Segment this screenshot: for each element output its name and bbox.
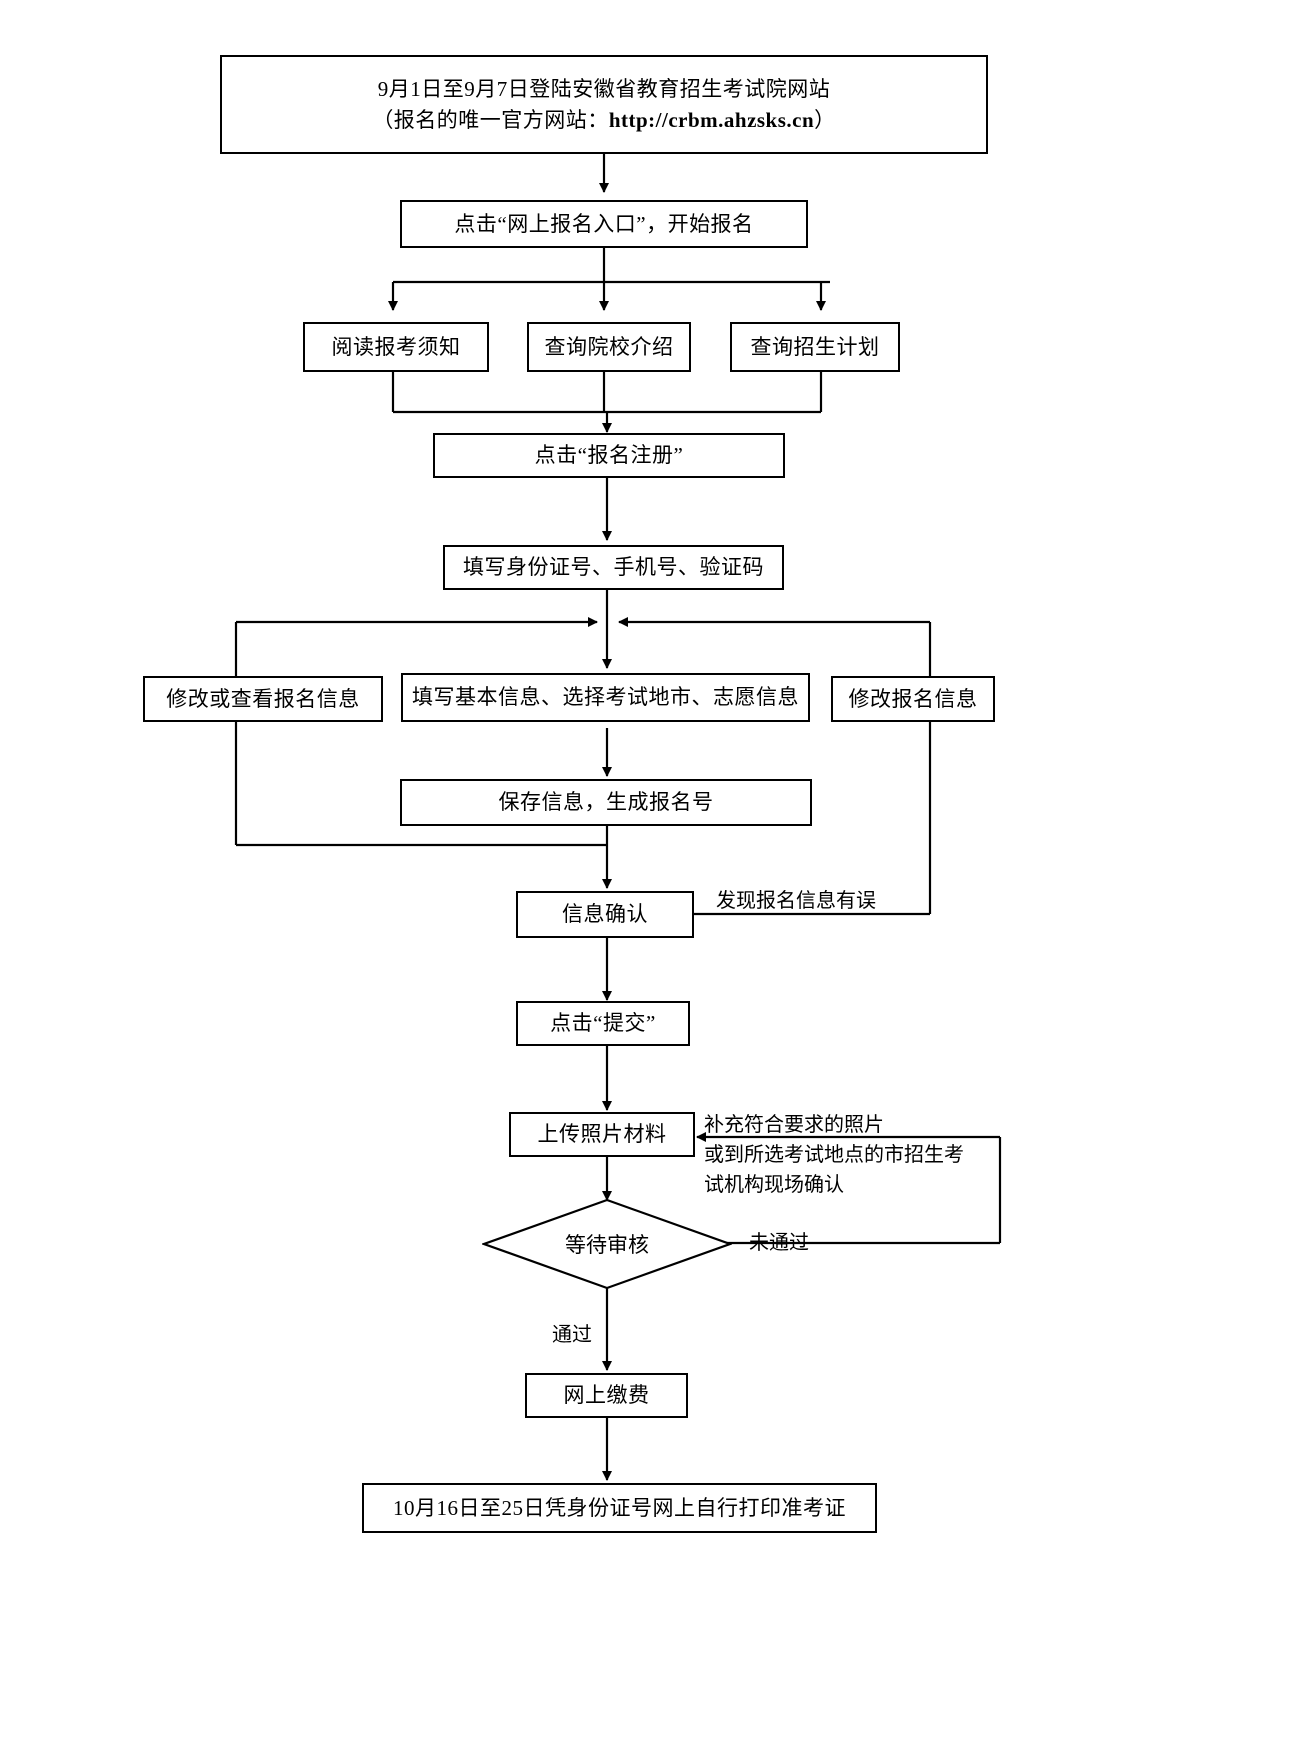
node-confirm-info[interactable]: 信息确认	[516, 891, 694, 938]
node-fill-basic-info-label: 填写基本信息、选择考试地市、志愿信息	[412, 685, 799, 710]
node-start-line2: （报名的唯一官方网站：http://crbm.ahzsks.cn）	[372, 105, 835, 135]
node-online-pay-label: 网上缴费	[563, 1383, 650, 1408]
node-start-line1: 9月1日至9月7日登陆安徽省教育招生考试院网站	[377, 77, 831, 102]
node-print-ticket-label: 10月16日至25日凭身份证号网上自行打印准考证	[393, 1495, 846, 1520]
node-read-notice[interactable]: 阅读报考须知	[303, 322, 489, 372]
edge-label-not-passed: 未通过	[749, 1228, 809, 1258]
edge-label-info-error: 发现报名信息有误	[716, 886, 876, 916]
node-register[interactable]: 点击“报名注册”	[433, 433, 785, 478]
node-fill-basic-info[interactable]: 填写基本信息、选择考试地市、志愿信息	[401, 673, 810, 722]
edge-label-not-passed-text: 未通过	[749, 1232, 809, 1254]
node-upload-photo[interactable]: 上传照片材料	[509, 1112, 695, 1157]
node-fill-identity-label: 填写身份证号、手机号、验证码	[463, 555, 764, 580]
node-confirm-info-label: 信息确认	[562, 902, 648, 927]
node-online-pay[interactable]: 网上缴费	[525, 1373, 688, 1418]
node-modify-info[interactable]: 修改报名信息	[831, 676, 995, 722]
node-start[interactable]: 9月1日至9月7日登陆安徽省教育招生考试院网站 （报名的唯一官方网站：http:…	[220, 55, 988, 154]
edge-label-passed-text: 通过	[552, 1324, 592, 1346]
node-query-school[interactable]: 查询院校介绍	[527, 322, 691, 372]
node-registration-entry-label: 点击“网上报名入口”，开始报名	[454, 211, 754, 236]
node-query-plan-label: 查询招生计划	[750, 334, 880, 359]
node-await-review[interactable]: 等待审核	[482, 1198, 732, 1290]
edge-label-supplement-line3: 试机构现场确认	[704, 1174, 844, 1196]
node-submit-label: 点击“提交”	[550, 1011, 656, 1036]
node-register-label: 点击“报名注册”	[534, 443, 684, 468]
node-registration-entry[interactable]: 点击“网上报名入口”，开始报名	[400, 200, 808, 248]
node-read-notice-label: 阅读报考须知	[331, 334, 461, 359]
node-modify-or-view-label: 修改或查看报名信息	[166, 686, 360, 711]
node-start-line2-suffix: ）	[814, 107, 836, 132]
edge-label-supplement-line2: 或到所选考试地点的市招生考	[704, 1144, 964, 1166]
node-start-url: http://crbm.ahzsks.cn	[608, 107, 815, 132]
node-query-school-label: 查询院校介绍	[544, 334, 674, 359]
node-query-plan[interactable]: 查询招生计划	[730, 322, 900, 372]
node-save-info[interactable]: 保存信息，生成报名号	[400, 779, 812, 826]
node-modify-info-label: 修改报名信息	[848, 686, 978, 711]
node-upload-photo-label: 上传照片材料	[537, 1122, 667, 1147]
edge-label-supplement-line1: 补充符合要求的照片	[704, 1114, 884, 1136]
node-fill-identity[interactable]: 填写身份证号、手机号、验证码	[443, 545, 784, 590]
edge-label-info-error-text: 发现报名信息有误	[716, 890, 876, 912]
node-start-line2-prefix: （报名的唯一官方网站：	[372, 107, 609, 132]
edge-label-passed: 通过	[552, 1320, 592, 1350]
node-print-ticket[interactable]: 10月16日至25日凭身份证号网上自行打印准考证	[362, 1483, 877, 1533]
node-submit[interactable]: 点击“提交”	[516, 1001, 690, 1046]
node-modify-or-view[interactable]: 修改或查看报名信息	[143, 676, 383, 722]
edge-label-supplement: 补充符合要求的照片 或到所选考试地点的市招生考 试机构现场确认	[704, 1110, 964, 1200]
node-save-info-label: 保存信息，生成报名号	[498, 790, 714, 815]
